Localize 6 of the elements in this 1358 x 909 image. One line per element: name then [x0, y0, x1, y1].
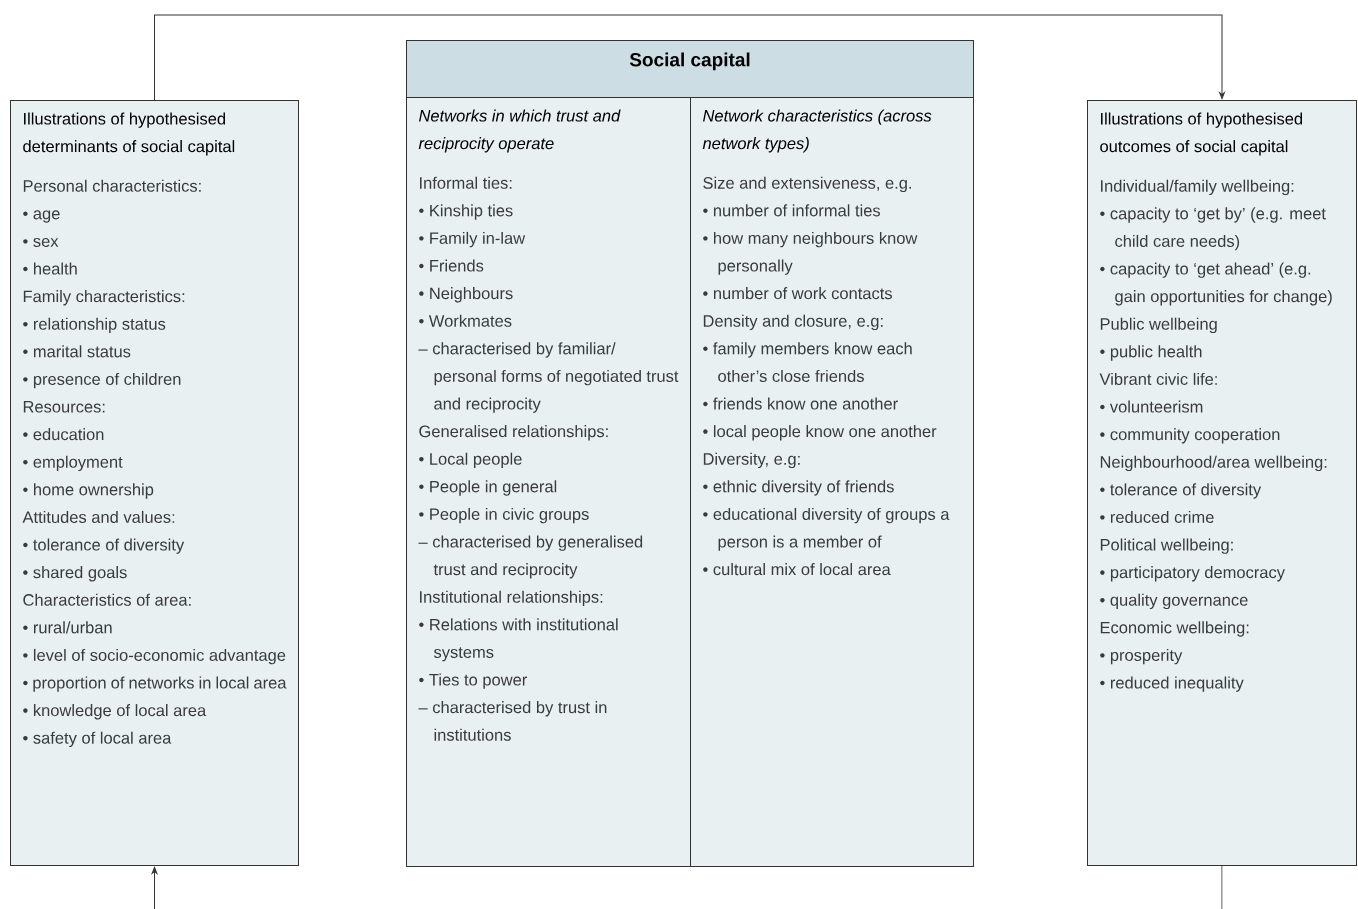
determinants-box: Illustrations of hypothesised determinants of social capital Personal characteristics: • age • sex • health Family characteristics: • relationship status • marital status • presence of children Resources: • education • employment • home ownership Attitudes and values: • tolerance of diversity • shared goals Characteristics of area: • rural/urban • level of socio-economic advantage • proportion of networks in local area • knowledge of local area • safety of local area	[10, 100, 299, 866]
connector-arrow	[154, 14, 1225, 101]
connector-arrow	[151, 866, 158, 909]
networks-column: Networks in which trust and reciprocity operate Informal ties: • Kinship ties • Family in-law • Friends • Neighbours • Workmates – characterised by familiar/ personal forms of negotiated trust and reciprocity Generalised relationships: • Local people • People in general • People in civic groups – characterised by generalised trust and reciprocity Institutional relationships: • Relations with institutional systems • Ties to power – characterised by trust in institutions	[406, 97, 691, 867]
characteristics-column: Network characteristics (across network types) Size and extensiveness, e.g. • number of informal ties • how many neighbours know personally • number of work contacts Density and closure, e.g: • family members know each other’s close friends • friends know one another • local people know one another Diversity, e.g: • ethnic diversity of friends • educational diversity of groups a person is a member of • cultural mix of local area	[690, 97, 974, 867]
outcomes-box: Illustrations of hypothesised outcomes of social capital Individual/family wellbeing: • capacity to ‘get by’ (e.g. meet child care needs) • capacity to ‘get ahead’ (e.g. gain opportunities for change) Public wellbeing • public health Vibrant civic life: • volunteerism • community cooperation Neighbourhood/area wellbeing: • tolerance of diversity • reduced crime Political wellbeing: • participatory democracy • quality governance Economic wellbeing: • prosperity • reduced inequality	[1087, 100, 1357, 866]
